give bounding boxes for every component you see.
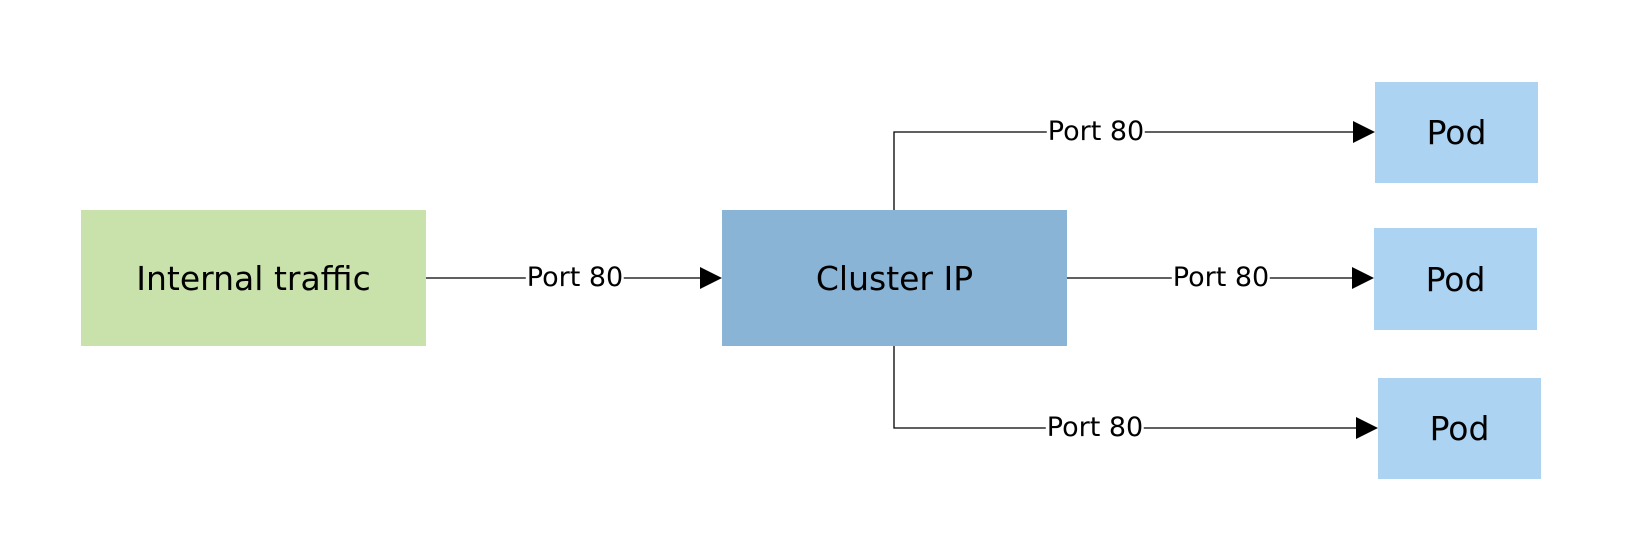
pod-1-label: Pod: [1426, 113, 1487, 152]
arrowhead-pod1: [1353, 121, 1375, 143]
edge-cluster-to-pod1: [893, 131, 1353, 210]
edge-label-cluster-to-pod1: Port 80: [1046, 116, 1146, 148]
arrowhead-cluster: [700, 267, 722, 289]
cluster-ip-node: Cluster IP: [722, 210, 1067, 346]
pod-2-label: Pod: [1425, 259, 1486, 299]
edge-label-cluster-to-pod2: Port 80: [1171, 262, 1271, 294]
pod-3-label: Pod: [1429, 409, 1490, 448]
cluster-ip-label: Cluster IP: [815, 258, 974, 298]
pod-node-1: Pod: [1375, 82, 1538, 183]
arrowhead-pod2: [1352, 267, 1374, 289]
internal-traffic-label: Internal traffic: [136, 258, 371, 298]
pod-node-3: Pod: [1378, 378, 1541, 479]
edge-label-internal-to-cluster: Port 80: [525, 262, 625, 294]
internal-traffic-node: Internal traffic: [81, 210, 426, 346]
pod-node-2: Pod: [1374, 228, 1537, 330]
arrowhead-pod3: [1356, 417, 1378, 439]
edge-label-cluster-to-pod3: Port 80: [1045, 412, 1145, 444]
edge-cluster-to-pod3: [893, 346, 1356, 429]
